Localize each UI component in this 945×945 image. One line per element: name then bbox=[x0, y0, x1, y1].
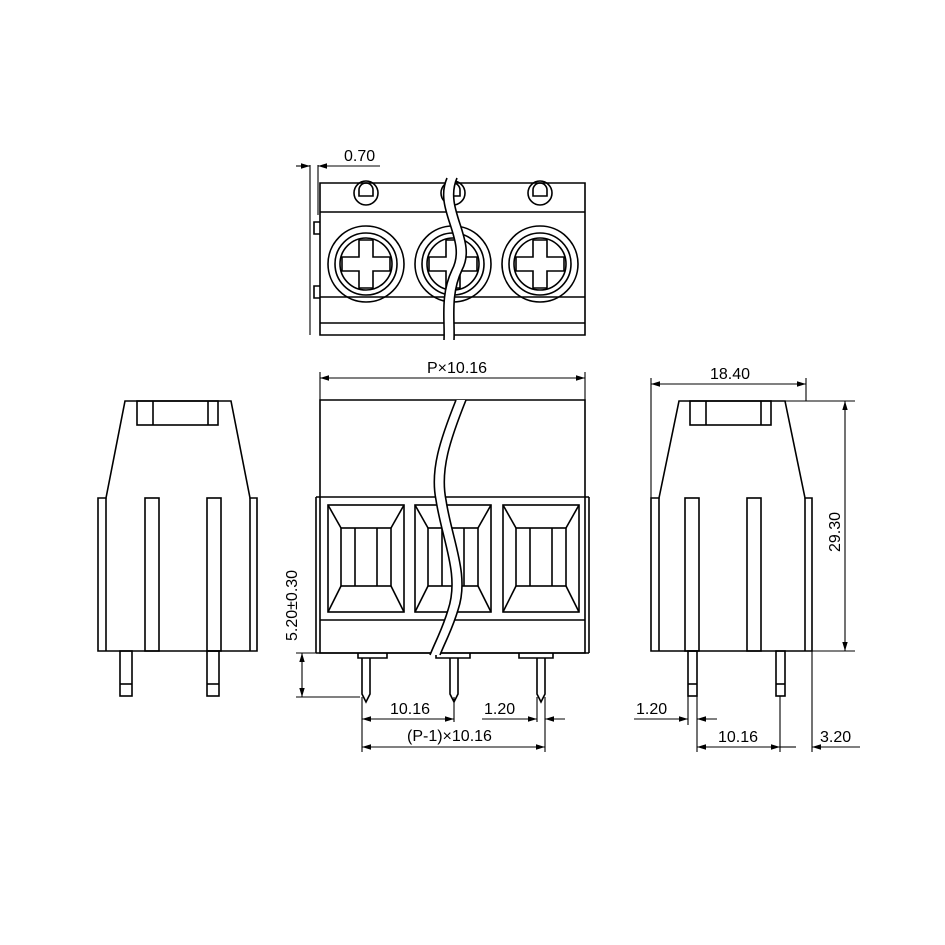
right-side-view: 18.40 29.30 1.20 10.16 3.20 bbox=[634, 366, 860, 752]
dim-pin-offset: 3.20 bbox=[820, 729, 851, 746]
screw-clamp-1 bbox=[327, 180, 405, 303]
screw-clamp-3 bbox=[501, 180, 579, 303]
dim-depth: 18.40 bbox=[710, 366, 750, 383]
dim-pin-width-side: 1.20 bbox=[636, 701, 667, 718]
wire-entry-1 bbox=[327, 504, 405, 613]
dim-row-spacing: 10.16 bbox=[718, 729, 758, 746]
left-side-view bbox=[97, 400, 258, 697]
front-view: P×10.16 5.20±0.30 10.16 1.20 (P-1)×10.16 bbox=[284, 360, 590, 752]
dim-height: 29.30 bbox=[827, 512, 844, 552]
dim-pin-span: (P-1)×10.16 bbox=[407, 728, 492, 745]
dim-top-thickness: 0.70 bbox=[344, 148, 375, 165]
dim-pin-standoff: 5.20±0.30 bbox=[284, 570, 301, 641]
dim-pitch-front: 10.16 bbox=[390, 701, 430, 718]
dim-pin-width-front: 1.20 bbox=[484, 701, 515, 718]
dim-pitch-total: P×10.16 bbox=[427, 360, 487, 377]
top-view: 0.70 bbox=[296, 148, 586, 341]
wire-entry-3 bbox=[502, 504, 580, 613]
